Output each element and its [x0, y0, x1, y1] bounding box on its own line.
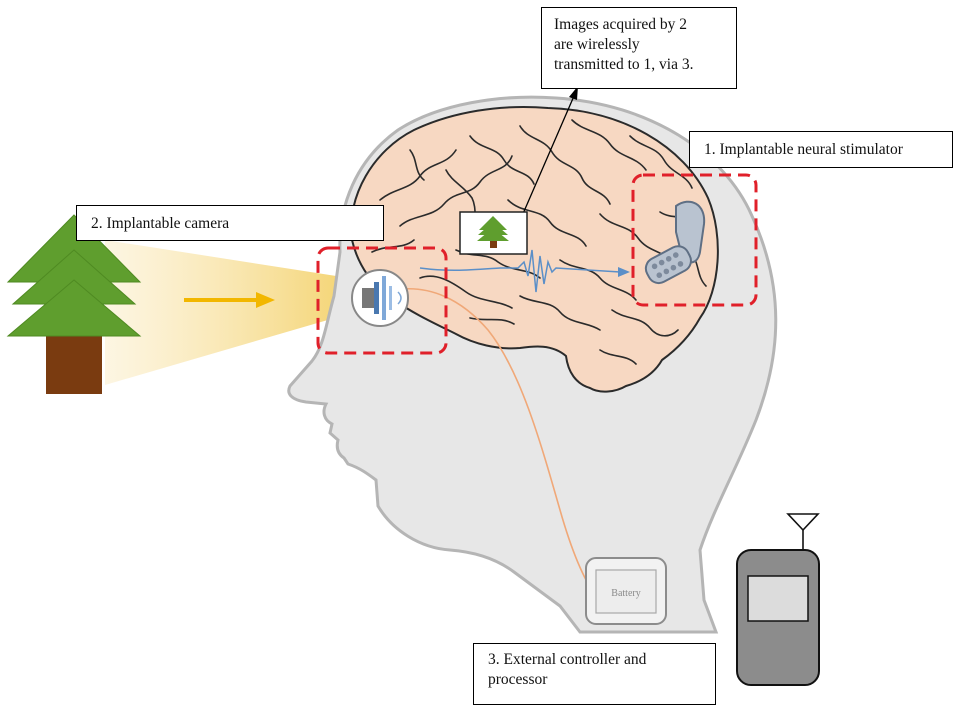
external-controller-device: [737, 550, 819, 685]
battery-pack: Battery: [586, 558, 666, 624]
controller-line-2: processor: [488, 670, 701, 690]
wireless-line-3: transmitted to 1, via 3.: [554, 55, 724, 75]
stimulator-label: 1. Implantable neural stimulator: [704, 140, 938, 160]
controller-callout: 3. External controller and processor: [473, 643, 716, 705]
wireless-line-2: are wirelessly: [554, 35, 724, 55]
camera-callout: 2. Implantable camera: [76, 205, 384, 241]
antenna-icon: [788, 514, 818, 550]
wireless-transmission-callout: Images acquired by 2 are wirelessly tran…: [541, 7, 737, 89]
wireless-line-1: Images acquired by 2: [554, 15, 724, 35]
stimulator-callout: 1. Implantable neural stimulator: [689, 131, 953, 168]
camera-implant-icon: [352, 270, 408, 326]
camera-label: 2. Implantable camera: [91, 214, 369, 234]
perceived-image-icon: [460, 212, 527, 254]
battery-label: Battery: [611, 588, 640, 599]
controller-line-1: 3. External controller and: [488, 650, 701, 670]
